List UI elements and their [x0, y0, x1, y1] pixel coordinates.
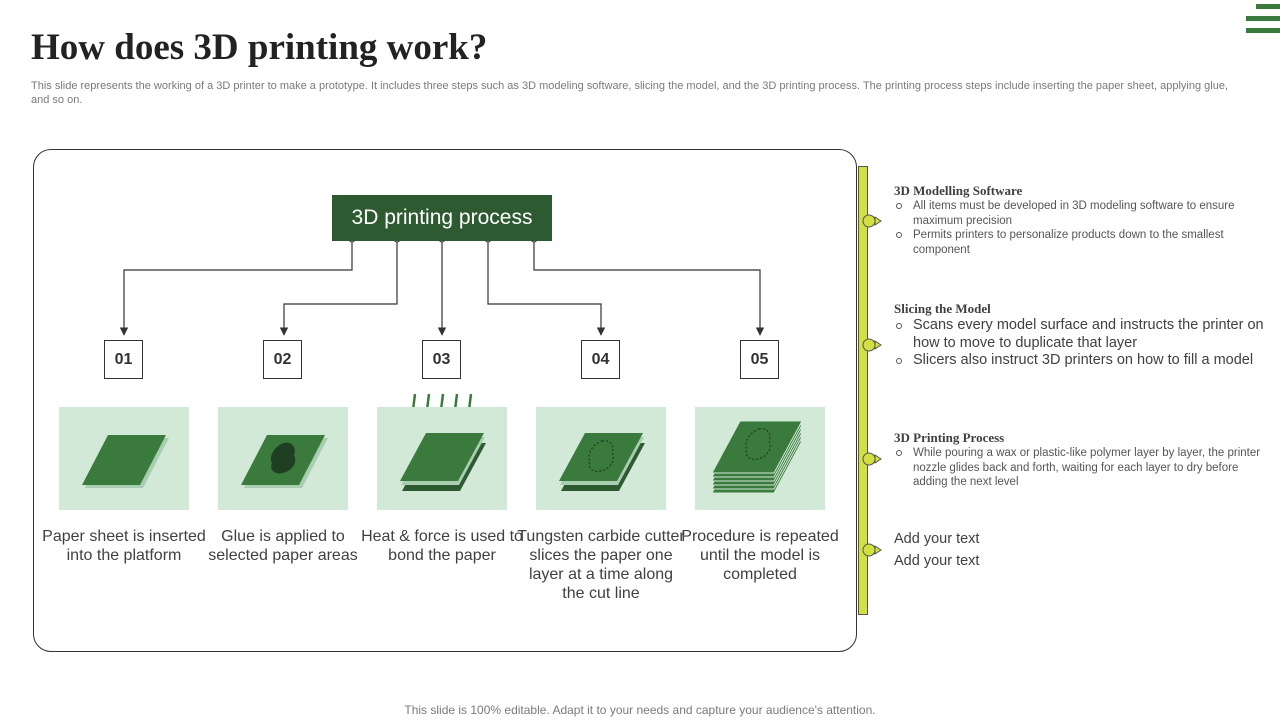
- bullet-item: Slicers also instruct 3D printers on how…: [894, 352, 1264, 370]
- step-caption-02: Glue is applied to selected paper areas: [208, 528, 358, 564]
- page-subtitle: This slide represents the working of a 3…: [31, 80, 1229, 106]
- paper-sheet-icon: [59, 407, 189, 510]
- heat-press-icon: [377, 407, 507, 510]
- timeline-marker-icon: [861, 451, 883, 467]
- section-title: Slicing the Model: [894, 301, 991, 316]
- bullet-item: Scans every model surface and instructs …: [894, 317, 1264, 352]
- step-number-05: 05: [740, 340, 779, 379]
- page-title: How does 3D printing work?: [31, 27, 488, 68]
- step-caption-05: Procedure is repeated until the model is…: [681, 528, 839, 583]
- placeholder-text-block: Add your text Add your text: [894, 528, 979, 572]
- bullet-item: While pouring a wax or plastic-like poly…: [894, 446, 1264, 490]
- step-number-02: 02: [263, 340, 302, 379]
- stacked-sheets-icon: [695, 407, 825, 510]
- step-caption-01: Paper sheet is inserted into the platfor…: [42, 528, 206, 564]
- menu-icon[interactable]: [1246, 4, 1280, 40]
- placeholder-text: Add your text: [894, 553, 980, 569]
- timeline-marker-icon: [861, 542, 883, 558]
- timeline-bar: [858, 166, 868, 615]
- section-title: 3D Modelling Software: [894, 183, 1023, 198]
- glued-sheet-icon: [218, 407, 348, 510]
- timeline-marker-icon: [861, 337, 883, 353]
- step-number-03: 03: [422, 340, 461, 379]
- bullet-item: All items must be developed in 3D modeli…: [894, 199, 1264, 228]
- placeholder-text: Add your text: [894, 531, 980, 547]
- section-modelling-software: 3D Modelling Software All items must be …: [894, 183, 1264, 257]
- process-title-box: 3D printing process: [332, 195, 552, 241]
- cut-sheet-icon: [536, 407, 666, 510]
- section-printing-process: 3D Printing Process While pouring a wax …: [894, 430, 1264, 490]
- timeline-marker-icon: [861, 213, 883, 229]
- section-slicing-model: Slicing the Model Scans every model surf…: [894, 301, 1264, 370]
- footer-note: This slide is 100% editable. Adapt it to…: [404, 703, 876, 717]
- step-number-04: 04: [581, 340, 620, 379]
- step-number-01: 01: [104, 340, 143, 379]
- step-caption-03: Heat & force is used to bond the paper: [361, 528, 523, 564]
- bullet-item: Permits printers to personalize products…: [894, 228, 1264, 257]
- section-title: 3D Printing Process: [894, 430, 1005, 445]
- step-caption-04: Tungsten carbide cutter slices the paper…: [517, 528, 685, 602]
